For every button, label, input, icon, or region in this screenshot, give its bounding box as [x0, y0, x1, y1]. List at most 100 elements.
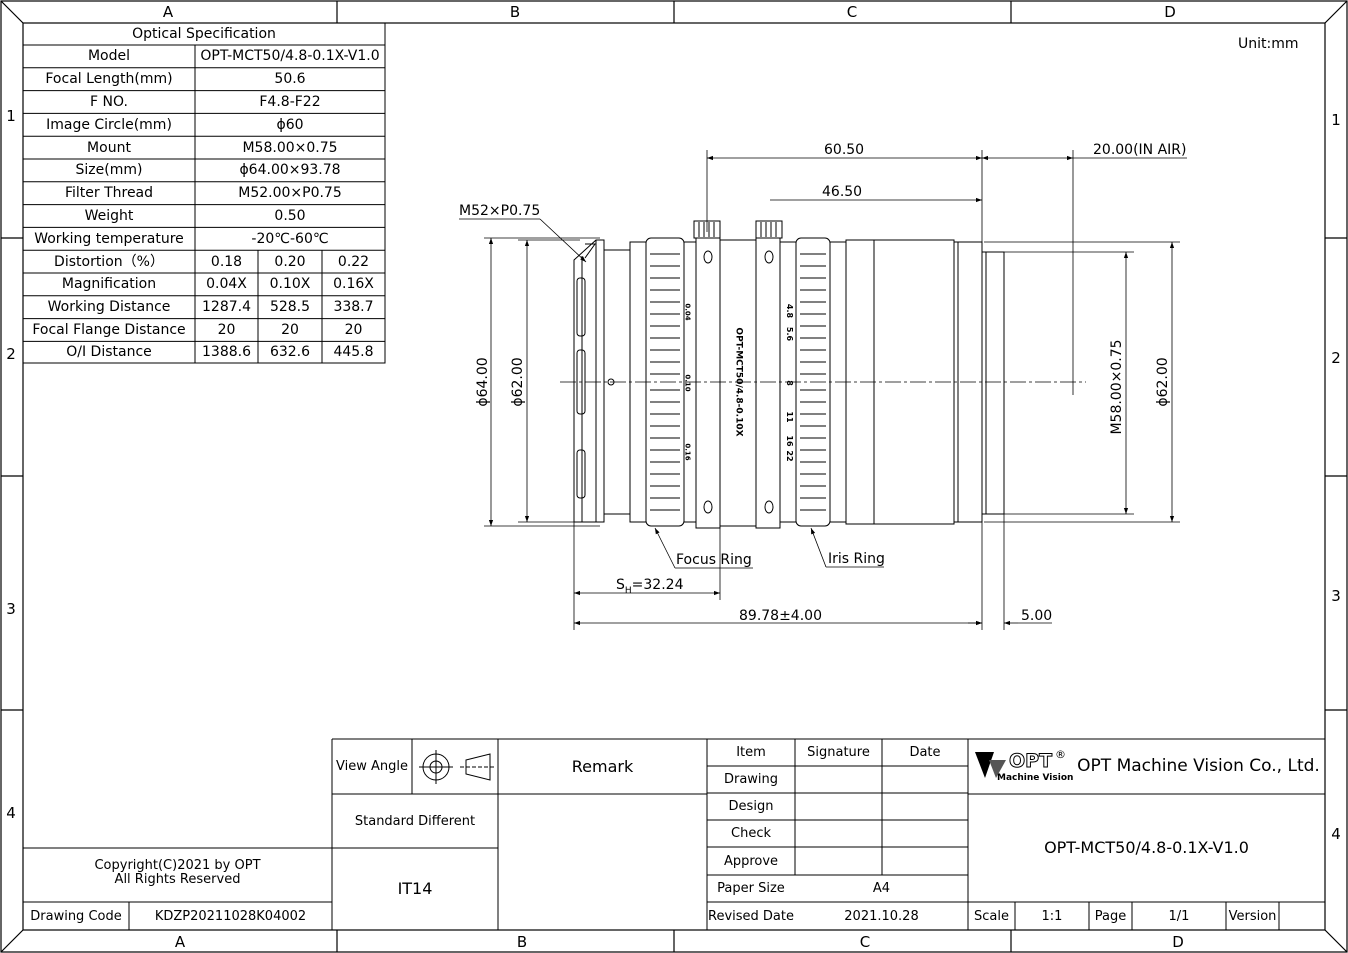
spec-value-focal-flange-2: 20: [281, 321, 299, 338]
drawing-model: OPT-MCT50/4.8-0.1X-V1.0: [1044, 838, 1249, 857]
dimension-lines: [459, 150, 1187, 630]
spec-value-oi-distance-3: 445.8: [333, 344, 374, 361]
paper-size-label: Paper Size: [717, 881, 785, 896]
spec-label-working-distance: Working Distance: [47, 299, 171, 316]
spec-value-working-distance-2: 528.5: [269, 299, 311, 316]
spec-value-distortion-1: 0.18: [210, 253, 243, 270]
view-angle-label: View Angle: [336, 759, 408, 774]
zone-col-c-top: C: [846, 3, 858, 21]
logo-registered: ®: [1055, 748, 1066, 761]
spec-value-magnification-3: 0.16X: [333, 276, 374, 293]
zone-row-4-right: 4: [1331, 825, 1341, 843]
zone-row-2-right: 2: [1331, 349, 1341, 367]
approve-row-label: Approve: [723, 853, 779, 869]
spec-value-magnification-2: 0.10X: [269, 276, 311, 293]
spec-label-size: Size(mm): [75, 162, 143, 179]
dimension-diameter-62-front: ϕ62.00: [510, 357, 526, 407]
spec-value-oi-distance-2: 632.6: [269, 344, 311, 361]
zone-row-4-left: 4: [6, 804, 16, 822]
spec-value-focal-length: 50.6: [274, 71, 306, 88]
spec-value-filter-thread: M52.00×P0.75: [238, 185, 342, 202]
dimension-46-50: 46.50: [822, 184, 863, 200]
zone-col-b-top: B: [509, 3, 521, 21]
copyright-line-1: Copyright(C)2021 by OPT: [94, 858, 261, 872]
design-row-label: Design: [728, 799, 774, 814]
zone-row-2-left: 2: [6, 345, 16, 363]
dimension-diameter-62-rear: ϕ62.00: [1155, 357, 1171, 407]
spec-table-title: Optical Specification: [132, 26, 276, 42]
spec-value-weight: 0.50: [274, 207, 306, 224]
item-header: Item: [736, 745, 766, 760]
spec-label-working-temperature: Working temperature: [34, 230, 184, 247]
zone-col-b-bottom: B: [516, 933, 528, 951]
zone-col-d-bottom: D: [1172, 933, 1184, 951]
lens-drawing: [560, 220, 1086, 529]
revised-date-label: Revised Date: [708, 908, 794, 924]
copyright-line-2: All Rights Reserved: [114, 872, 241, 886]
zone-col-d-top: D: [1164, 3, 1176, 21]
spec-label-magnification: Magnification: [61, 276, 157, 293]
spec-value-distortion-3: 0.22: [337, 253, 370, 270]
drawing-row-label: Drawing: [723, 772, 779, 787]
logo-wordmark: OPT: [1009, 750, 1052, 772]
scale-label: Scale: [974, 908, 1009, 924]
signature-header: Signature: [807, 745, 870, 760]
dimension-mount-thread: M58.00×0.75: [1109, 339, 1125, 435]
unit-label: Unit:mm: [1238, 36, 1299, 52]
dimension-diameter-64: ϕ64.00: [475, 357, 491, 407]
spec-label-mount: Mount: [87, 139, 131, 156]
filter-thread-callout: M52×P0.75: [459, 203, 541, 219]
spec-label-distortion: Distortion（%）: [54, 253, 164, 270]
spec-value-image-circle: ϕ60: [276, 116, 304, 133]
iris-scale-22: 22: [785, 450, 794, 462]
title-block-grid: [23, 738, 1325, 930]
dimension-60-50: 60.50: [824, 142, 865, 158]
zone-row-1-right: 1: [1331, 111, 1341, 129]
spec-value-working-distance-1: 1287.4: [202, 299, 251, 316]
focus-scale-0-16: 0.16: [683, 443, 692, 461]
sh-symbol: S: [616, 577, 625, 593]
spec-label-weight: Weight: [84, 207, 134, 224]
focus-scale-0-10: 0.10: [683, 374, 692, 392]
standard-label: Standard Different: [354, 813, 476, 829]
spec-value-focal-flange-3: 20: [344, 321, 363, 338]
spec-value-magnification-1: 0.04X: [206, 276, 247, 293]
logo-subtitle: Machine Vision: [997, 773, 1073, 783]
iris-ring-knurl: [800, 253, 826, 511]
spec-value-working-temperature: -20℃-60℃: [251, 230, 329, 247]
dimension-mount-length: 5.00: [1021, 608, 1053, 624]
zone-row-1-left: 1: [6, 107, 16, 125]
spec-value-mount: M58.00×0.75: [242, 139, 338, 156]
focus-scale-0-04: 0.04: [683, 303, 692, 321]
lens-barrel-text: OPT-MCT50/4.8-0.10X: [733, 327, 744, 437]
tolerance-value: IT14: [397, 879, 433, 898]
iris-scale-11: 11: [785, 411, 794, 423]
dimension-total-length: 89.78±4.00: [739, 608, 822, 624]
zone-col-c-bottom: C: [859, 933, 871, 951]
spec-label-focal-flange-distance: Focal Flange Distance: [32, 321, 186, 338]
projection-symbol-icon: [419, 750, 494, 784]
sh-subscript: H: [624, 585, 632, 596]
spec-label-model: Model: [87, 48, 131, 65]
spec-label-image-circle: Image Circle(mm): [46, 116, 172, 133]
spec-label-oi-distance: O/I Distance: [66, 344, 152, 361]
spec-label-filter-thread: Filter Thread: [64, 185, 154, 202]
scale-value: 1:1: [1041, 908, 1063, 924]
spec-label-f-no: F NO.: [90, 93, 128, 110]
spec-label-focal-length: Focal Length(mm): [45, 71, 173, 88]
iris-scale-4-8: 4.8: [785, 303, 794, 319]
opt-logo-icon: OPT ® Machine Vision: [975, 748, 1073, 783]
zone-col-a-top: A: [162, 3, 174, 21]
check-row-label: Check: [731, 826, 771, 841]
version-value: [1279, 902, 1325, 930]
spec-value-oi-distance-1: 1388.6: [202, 344, 251, 361]
focus-ring-callout: Focus Ring: [676, 552, 752, 568]
remark-label: Remark: [571, 756, 634, 776]
iris-scale-16: 16: [785, 435, 794, 447]
spec-value-distortion-2: 0.20: [274, 253, 306, 270]
dimension-sh: SH=32.24: [616, 578, 683, 596]
iris-scale-5-6: 5.6: [785, 326, 794, 342]
company-name: OPT Machine Vision Co., Ltd.: [1077, 756, 1320, 776]
